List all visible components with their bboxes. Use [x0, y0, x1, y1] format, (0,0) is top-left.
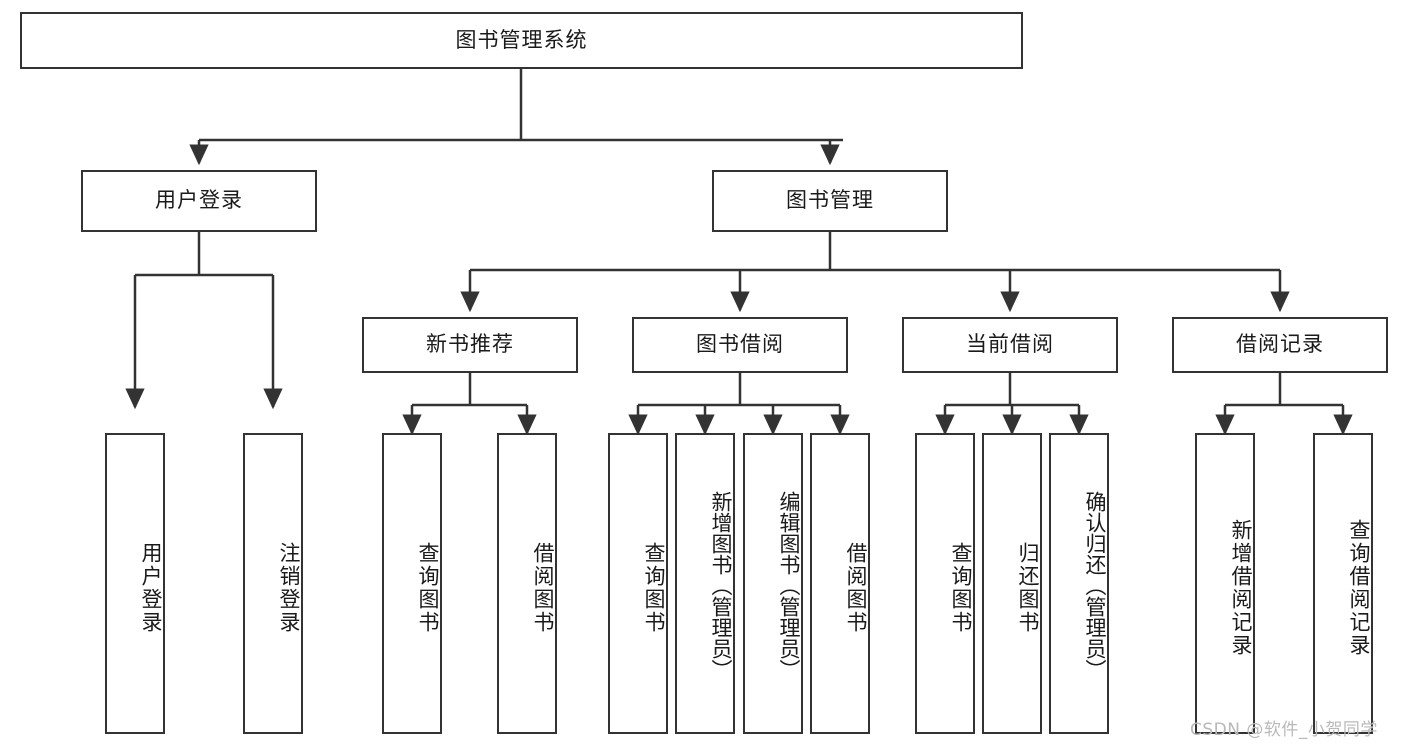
leaf-edit-book[interactable]: 编辑图书（管理员）: [743, 433, 803, 734]
node-user-login[interactable]: 用户登录: [81, 170, 317, 232]
leaf-add-book-label: 新增图书（管理员）: [709, 491, 733, 680]
node-user-login-label: 用户登录: [155, 188, 243, 213]
node-book-manage-label: 图书管理: [786, 188, 874, 213]
leaf-return-book-label: 归还图书: [1016, 541, 1040, 634]
node-new-book-recommend[interactable]: 新书推荐: [362, 317, 578, 373]
node-current-borrow-label: 当前借阅: [966, 332, 1054, 357]
leaf-add-borrow-record[interactable]: 新增借阅记录: [1195, 433, 1255, 734]
leaf-user-login[interactable]: 用户登录: [105, 433, 165, 734]
node-book-manage[interactable]: 图书管理: [712, 170, 948, 232]
leaf-add-book[interactable]: 新增图书（管理员）: [675, 433, 735, 734]
leaf-logout[interactable]: 注销登录: [243, 433, 303, 734]
leaf-borrow-book-recommend[interactable]: 借阅图书: [497, 433, 557, 734]
leaf-borrow-book-label: 借阅图书: [844, 541, 868, 634]
node-book-borrow-label: 图书借阅: [696, 332, 784, 357]
leaf-borrow-book-recommend-label: 借阅图书: [531, 541, 555, 634]
node-current-borrow[interactable]: 当前借阅: [902, 317, 1118, 373]
csdn-watermark: CSDN @软件_小贺同学: [1190, 720, 1378, 740]
leaf-query-book-borrow-label: 查询图书: [642, 541, 666, 634]
node-new-book-recommend-label: 新书推荐: [426, 332, 514, 357]
leaf-query-borrow-record-label: 查询借阅记录: [1347, 518, 1371, 657]
leaf-confirm-return-label: 确认归还（管理员）: [1083, 491, 1107, 680]
node-borrow-record-label: 借阅记录: [1236, 332, 1324, 357]
leaf-query-borrow-record[interactable]: 查询借阅记录: [1313, 433, 1373, 734]
leaf-logout-label: 注销登录: [277, 541, 301, 634]
leaf-query-book-current-label: 查询图书: [949, 541, 973, 634]
leaf-add-borrow-record-label: 新增借阅记录: [1229, 518, 1253, 657]
node-root[interactable]: 图书管理系统: [20, 12, 1023, 69]
leaf-query-book-recommend-label: 查询图书: [416, 541, 440, 634]
leaf-query-book-recommend[interactable]: 查询图书: [382, 433, 442, 734]
leaf-borrow-book[interactable]: 借阅图书: [810, 433, 870, 734]
leaf-edit-book-label: 编辑图书（管理员）: [777, 491, 801, 680]
leaf-user-login-label: 用户登录: [139, 541, 163, 634]
leaf-return-book[interactable]: 归还图书: [982, 433, 1042, 734]
node-borrow-record[interactable]: 借阅记录: [1172, 317, 1388, 373]
leaf-query-book-borrow[interactable]: 查询图书: [608, 433, 668, 734]
leaf-confirm-return[interactable]: 确认归还（管理员）: [1049, 433, 1109, 734]
leaf-query-book-current[interactable]: 查询图书: [915, 433, 975, 734]
node-book-borrow[interactable]: 图书借阅: [632, 317, 848, 373]
node-root-label: 图书管理系统: [455, 27, 588, 52]
